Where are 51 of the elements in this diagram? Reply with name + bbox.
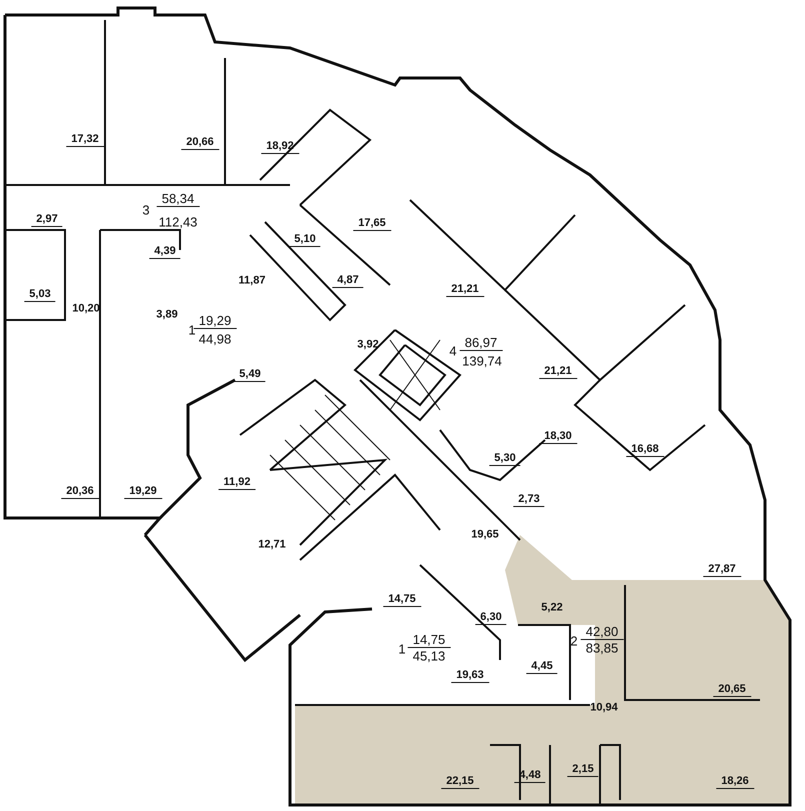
room-area-label: 18,30 [539,430,577,444]
room-area-label: 10,20 [72,302,100,316]
room-area-label: 27,87 [703,563,741,577]
room-area-label: 21,21 [446,283,484,297]
room-area-label: 19,63 [451,669,489,683]
room-area-label: 2,15 [567,763,599,777]
room-area-label: 18,26 [716,775,754,789]
room-area-label: 4,45 [526,660,558,674]
room-area-label: 11,87 [238,274,266,288]
total-area-label: 83,85 [586,640,618,656]
apartment-number: 3 [142,202,150,218]
room-area-label: 17,65 [353,217,391,231]
room-area-label: 5,30 [489,452,521,466]
room-area-label: 5,22 [541,602,563,614]
living-area-label: 86,97 [460,335,502,351]
total-area-label: 112,43 [158,214,198,230]
room-area-label: 5,49 [234,368,266,382]
room-area-label: 14,75 [383,593,421,607]
apartment-number: 4 [449,344,457,358]
room-area-label: 12,71 [258,538,286,552]
room-area-label: 20,66 [181,136,219,150]
room-area-label: 22,15 [441,775,479,789]
room-area-label: 19,65 [471,528,499,542]
living-area-label: 58,34 [156,191,200,207]
room-area-label: 3,89 [156,308,178,322]
room-area-label: 11,92 [218,476,256,490]
room-area-label: 2,73 [513,493,545,507]
room-area-label: 4,39 [149,245,181,259]
total-area-label: 44,98 [198,332,232,346]
room-area-label: 5,03 [24,288,56,302]
room-area-label: 18,92 [261,140,299,154]
total-area-label: 139,74 [462,354,502,368]
living-area-label: 14,75 [408,632,450,648]
apartment-number: 1 [398,642,406,656]
apartment-number: 2 [570,634,578,648]
room-area-label: 20,36 [61,485,99,499]
living-area-label: 19,29 [194,313,236,329]
room-area-label: 6,30 [475,611,507,625]
room-area-label: 10,94 [590,702,618,714]
room-area-label: 2,97 [31,213,63,227]
total-area-label: 45,13 [412,648,446,664]
room-area-label: 16,68 [626,443,664,457]
room-area-label: 4,87 [332,274,364,288]
apartment-number: 1 [188,322,196,338]
room-area-label: 17,32 [66,133,104,147]
living-area-label: 42,80 [580,624,624,640]
room-area-label: 20,65 [713,683,751,697]
room-area-label: 3,92 [357,338,379,352]
room-area-label: 19,29 [124,485,162,499]
room-area-label: 5,10 [289,233,321,247]
room-area-label: 21,21 [539,365,577,379]
